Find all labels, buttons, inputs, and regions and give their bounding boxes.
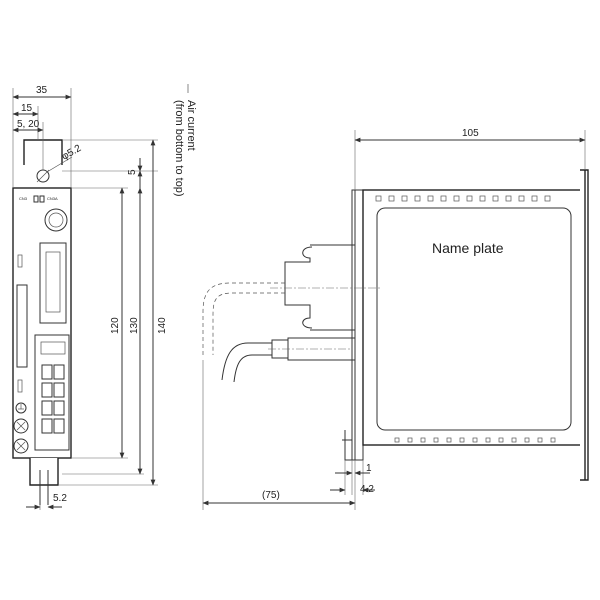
lower-cable bbox=[221, 337, 356, 383]
side-slot bbox=[16, 284, 28, 368]
mounting-flange-bottom bbox=[29, 458, 59, 486]
air-current-line1: Air current bbox=[185, 100, 197, 151]
front-view: CN3 CN3A bbox=[12, 85, 168, 510]
front-dimensions: 35 15 5, 20 φ5.2 5 120 130 140 bbox=[12, 85, 168, 510]
screw-terminal-icon bbox=[13, 418, 29, 454]
lower-connector-block[interactable] bbox=[34, 334, 70, 451]
main-connector[interactable] bbox=[39, 242, 67, 324]
upper-cable-connector bbox=[202, 244, 380, 355]
side-body bbox=[362, 189, 586, 446]
name-plate-label: Name plate bbox=[432, 240, 504, 256]
dim-4-2: 4.2 bbox=[360, 484, 374, 495]
cn3a-label: CN3A bbox=[47, 196, 58, 201]
cn3-label: CN3 bbox=[19, 196, 28, 201]
dim-height-120: 120 bbox=[110, 317, 121, 334]
dim-offset-5-20: 5, 20 bbox=[17, 119, 40, 130]
dim-depth-105: 105 bbox=[462, 128, 479, 139]
dim-hole: φ5.2 bbox=[60, 143, 84, 163]
dim-1: 1 bbox=[366, 463, 372, 474]
dim-offset-15: 15 bbox=[21, 103, 33, 114]
air-current-line2: (from bottom to top) bbox=[173, 100, 185, 197]
dim-connector-75: (75) bbox=[262, 490, 280, 501]
vent-holes-bottom bbox=[394, 437, 556, 443]
dim-height-130: 130 bbox=[129, 317, 140, 334]
vent-holes-top bbox=[375, 195, 551, 202]
dim-top-5: 5 bbox=[127, 169, 138, 175]
dim-bottom-5-2: 5.2 bbox=[53, 493, 67, 504]
heatsink bbox=[580, 169, 589, 481]
terminal-ports bbox=[41, 364, 65, 434]
rotary-switch[interactable] bbox=[44, 208, 68, 232]
dim-height-140: 140 bbox=[157, 317, 168, 334]
ground-symbol-icon bbox=[15, 402, 27, 414]
name-plate bbox=[376, 207, 572, 431]
side-dimensions: 105 (75) 1 4.2 bbox=[202, 128, 586, 510]
air-current-note: Air current (from bottom to top) bbox=[173, 84, 197, 197]
side-view: Name plate bbox=[202, 128, 589, 510]
dim-width: 35 bbox=[36, 85, 48, 96]
mounting-plate bbox=[354, 189, 364, 461]
